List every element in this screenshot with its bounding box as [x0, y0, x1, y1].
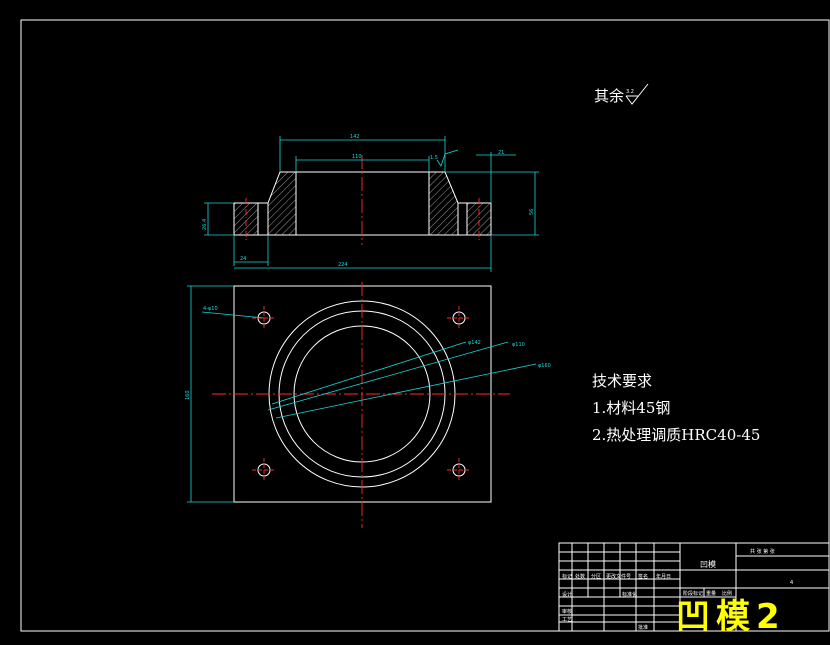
watermark-text: 凹模2: [676, 597, 786, 637]
hatch-right-flange: [467, 203, 491, 235]
dim-holes: 4-φ10: [203, 306, 218, 312]
tb-weight: 重量: [706, 590, 716, 597]
plan-view: [212, 282, 510, 528]
surface-finish-note: 其余 3.2: [594, 83, 649, 105]
hatch-left-flange: [234, 203, 258, 235]
plan-dimensions: 4-φ10 φ110 φ142 φ160 160: [185, 285, 551, 503]
tb-stage: 阶段标记: [683, 590, 703, 597]
tech-requirements: 技术要求 1.材料45钢 2.热处理调质HRC40-45: [592, 372, 760, 444]
dim-total-width: 224: [338, 262, 348, 268]
dim-bore2: φ142: [468, 340, 481, 346]
surface-roughness-value: 3.2: [626, 89, 634, 95]
dim-flange-step: 21: [498, 150, 504, 156]
title-block: 凹模 标记 处数 分区 更改文件号 签名 年月日 设计 审核 工艺 标准化 批准…: [558, 542, 830, 632]
tech-item-1: 1.材料45钢: [592, 399, 670, 417]
tb-approve: 批准: [638, 624, 648, 631]
dim-bore3: φ160: [538, 363, 551, 369]
hatch-left-wall: [268, 172, 296, 235]
dim-base-left: 24: [240, 256, 246, 262]
dim-left-height: 26.4: [202, 219, 208, 230]
tb-ratio: 比例: [722, 590, 732, 597]
tb-design: 设计: [562, 591, 572, 598]
section-dimensions: 142 110 1.5 21 26.4 56 24 224: [202, 134, 539, 272]
dim-top-width: 142: [350, 134, 360, 140]
dim-plan-height: 160: [185, 390, 191, 400]
dim-inner-width: 110: [352, 154, 362, 160]
tb-standard: 标准化: [622, 591, 637, 598]
section-view: [233, 155, 492, 245]
tb-process: 工艺: [562, 617, 572, 623]
tb-sheet-no: 4: [790, 580, 793, 586]
roughness-symbol-icon: [625, 83, 649, 105]
tech-title: 技术要求: [592, 372, 652, 390]
tb-row-label-4: 签名: [638, 573, 648, 580]
dim-chamfer: 1.5: [430, 155, 438, 161]
title-part-name: 凹模: [700, 559, 716, 569]
dim-right-height: 56: [529, 209, 535, 215]
tb-check: 审核: [562, 608, 572, 615]
tb-row-label-5: 年月日: [656, 573, 671, 580]
tech-item-2: 2.热处理调质HRC40-45: [592, 426, 760, 444]
tb-row-label-3: 更改文件号: [606, 573, 631, 580]
drawing-border: [20, 19, 830, 632]
tb-sheet-info: 共 张 第 张: [750, 548, 775, 555]
tb-row-label-2: 分区: [591, 573, 601, 580]
tb-row-label-1: 处数: [575, 573, 585, 580]
dim-bore1: φ110: [512, 342, 525, 348]
surface-note-label: 其余: [594, 87, 624, 105]
tb-row-label-0: 标记: [562, 573, 572, 580]
hatch-right-wall: [429, 172, 458, 235]
